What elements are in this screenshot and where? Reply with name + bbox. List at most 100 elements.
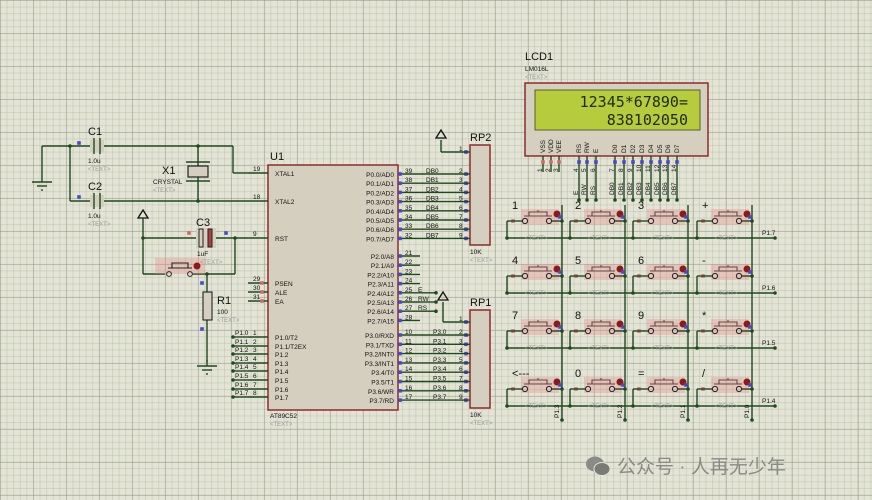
net-label: P3.2 [433,348,447,355]
keypad-button[interactable]: 1<TEXT> [505,200,564,242]
pin-marker [684,383,688,387]
contact-icon [545,217,553,225]
u1-body[interactable] [267,164,399,411]
pin-marker [649,160,653,164]
lcd-pin-name: D0 [612,144,619,153]
u1-pin-name: P1.6 [275,387,289,394]
key-label: 1 [512,200,518,212]
keypad-button[interactable]: 2<TEXT> [568,200,627,242]
net-label: P3.3 [433,357,447,364]
u1-pin-number: 3 [253,347,257,354]
keypad-button[interactable]: 6<TEXT> [631,255,690,297]
keypad-button[interactable]: 7<TEXT> [505,310,564,352]
keypad-button[interactable]: =<TEXT> [631,368,690,410]
keypad-button[interactable]: /<TEXT> [695,368,754,410]
keypad-button[interactable]: 4<TEXT> [505,255,564,297]
button-highlight [584,377,622,393]
clock-reset-circuit: C11.0u<TEXT>C21.0u<TEXT>X1CRYSTAL<TEXT>C… [32,126,248,375]
key-label: 2 [575,200,581,212]
u1-text-placeholder: <TEXT> [270,422,293,428]
net-label: P3.6 [433,385,447,392]
ic-u1-at89c52[interactable]: U1AT89C52<TEXT>19XTAL118XTAL29RST29PSEN3… [231,151,438,428]
contact-icon [187,271,193,277]
rp1-pin-number: 4 [459,348,463,355]
lcd-screen [534,89,701,131]
net-label: DB0 [609,182,616,195]
junction-dot [773,291,777,295]
pushbutton-icon [524,210,552,217]
net-label: RS [590,185,597,195]
pushbutton-icon [524,378,552,385]
contact-icon [647,327,655,335]
lcd-part: LM016L [525,66,549,73]
junction-dot [750,418,754,422]
rp1-value: 10K [470,412,482,419]
lcd-lm016l[interactable]: LCD1LM016L<TEXT>12345*67890=838102050VSS… [524,51,709,202]
r1-ref: R1 [217,295,231,307]
key-text-placeholder: <TEXT> [715,346,738,352]
keypad-button[interactable]: 3<TEXT> [631,200,690,242]
keypad-button[interactable]: 5<TEXT> [568,255,627,297]
actuator-dot-icon[interactable] [193,262,201,270]
lcd-pin-name: D6 [665,144,672,153]
keypad-button[interactable]: <---<TEXT> [505,368,564,410]
keypad-button[interactable]: 8<TEXT> [568,310,627,352]
u1-pin-number: 21 [405,250,413,257]
junction-dot [68,144,72,148]
contact-icon [545,385,553,393]
junction-dot [675,198,679,202]
u1-pin-name: P1.2 [275,352,289,359]
junction-dot [750,329,754,333]
r1-text-placeholder: <TEXT> [217,318,240,324]
keypad-button[interactable]: -<TEXT> [695,255,754,297]
resistor-pack-rp2[interactable]: RP210K<TEXT>12DB03DB14DB25DB36DB47DB58DB… [420,128,493,264]
pushbutton-icon [714,265,742,272]
watermark: 公众号 · 人再无少年 [585,452,786,479]
x1-text-placeholder: <TEXT> [153,188,176,194]
pin-marker [398,291,402,295]
rp1-body[interactable] [469,309,491,409]
contact-icon [521,272,529,280]
keypad-button[interactable]: 0<TEXT> [568,368,627,410]
reset-button[interactable] [155,258,205,277]
u1-pin-number: 11 [405,338,412,345]
key-label: - [702,255,706,267]
button-highlight [584,209,622,225]
u1-pin-number: 22 [405,259,413,266]
keypad-button[interactable]: *<TEXT> [695,310,754,352]
net-label: P1.4 [235,364,249,371]
pin-marker [77,141,81,145]
junction-dot [613,198,617,202]
u1-pin-number: 35 [405,205,413,212]
key-text-placeholder: <TEXT> [651,291,674,297]
rp1-pin-number: 2 [459,329,463,336]
net-label: P1.4 [762,398,776,405]
key-label: 9 [638,310,644,322]
contact-icon [711,217,719,225]
junction-dot [434,309,438,314]
c3-ref: C3 [196,217,210,229]
net-label: RW [418,296,430,303]
u1-pin-name: P3.4/T0 [371,370,394,377]
junction-dot [505,346,509,350]
pin-marker [260,299,264,303]
pin-marker [398,379,402,384]
pin-marker [260,281,264,285]
u1-pin-name: P2.6/A14 [367,309,394,316]
pin-marker [398,333,402,337]
u1-pin-number: 33 [405,223,413,230]
junction-dot [505,404,509,408]
keypad-button[interactable]: +<TEXT> [695,200,754,242]
lcd-pin-number: 12 [654,164,661,172]
u1-pin-name: XTAL2 [275,199,295,206]
lcd-pin-number: 11 [645,165,652,172]
pin-marker [631,160,635,164]
net-label: DB4 [426,205,439,212]
resistor-pack-rp1[interactable]: RP110K<TEXT>12P3.03P3.14P3.25P3.36P3.47P… [420,290,493,427]
u1-pin-name: P0.7/AD7 [366,236,394,243]
keypad-button[interactable]: 9<TEXT> [631,310,690,352]
contact-icon [711,327,719,335]
rp2-body[interactable] [469,144,491,246]
